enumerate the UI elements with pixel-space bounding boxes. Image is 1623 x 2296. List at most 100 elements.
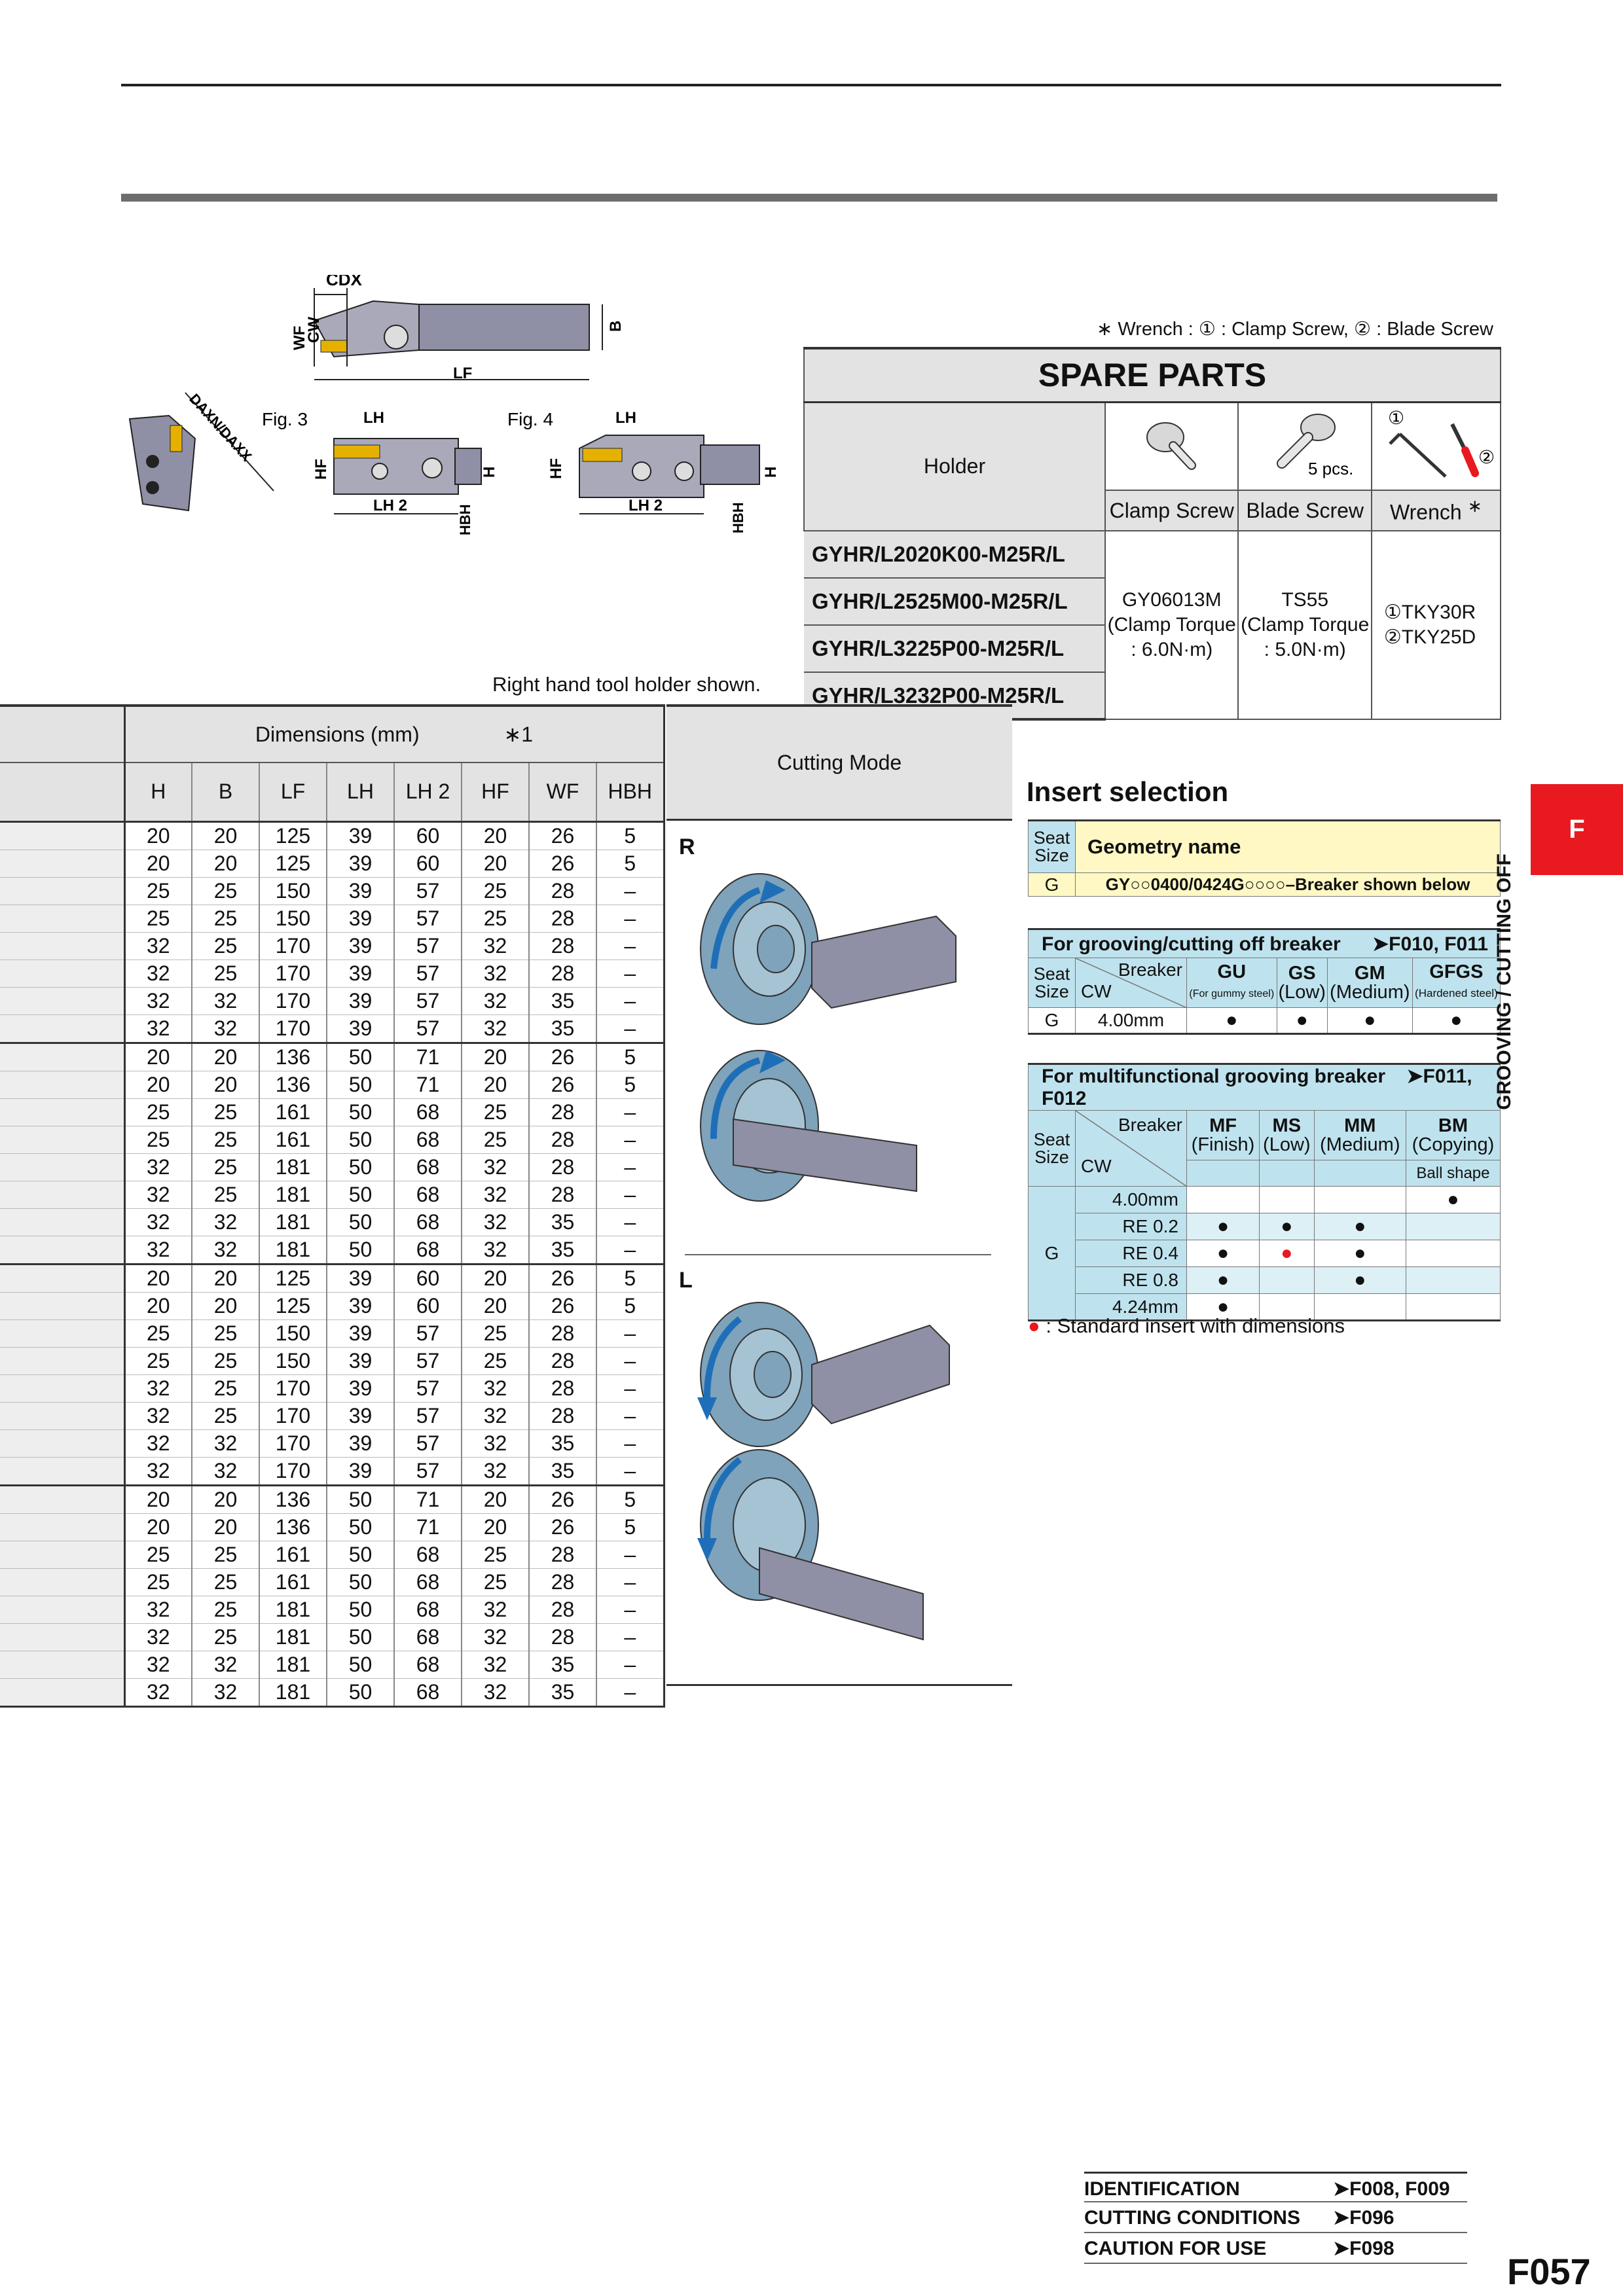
section-tab[interactable]: F xyxy=(1531,784,1623,875)
table-cell: 28 xyxy=(529,876,597,905)
table-cell: 150 xyxy=(259,1319,327,1347)
col-code: MS xyxy=(1272,1115,1302,1136)
table-cell: 35 xyxy=(529,1235,597,1264)
table-cell: 71 xyxy=(394,1513,462,1541)
table-cell: 68 xyxy=(394,1125,462,1153)
table-cell: 5 xyxy=(596,1484,665,1513)
table-cell: 26 xyxy=(529,1484,597,1513)
table-cell: 32 xyxy=(462,959,530,987)
row-spacer xyxy=(0,1235,126,1264)
grooving-seat-header: Seat Size xyxy=(1028,958,1076,1008)
multifunctional-breaker-table: For multifunctional grooving breaker ➤F0… xyxy=(1028,1063,1501,1321)
cutting-right-illustration xyxy=(681,864,989,1234)
reference-label: IDENTIFICATION xyxy=(1084,2178,1240,2200)
table-cell: 60 xyxy=(394,1291,462,1319)
table-cell: 25 xyxy=(192,1125,260,1153)
reference-page: ➤F008, F009 xyxy=(1333,2178,1450,2200)
cutting-mode-bottom-rule xyxy=(666,1684,1012,1686)
holder-model: GYHR/L3225P00-M25R/L xyxy=(804,624,1106,673)
table-cell: 28 xyxy=(529,1098,597,1126)
table-cell: 32 xyxy=(462,1235,530,1264)
grooving-ref: ➤F010, F011 xyxy=(1372,933,1488,955)
table-cell: 20 xyxy=(192,1291,260,1319)
table-cell: 150 xyxy=(259,1346,327,1374)
reference-row[interactable]: CAUTION FOR USE➤F098 xyxy=(1084,2233,1467,2264)
table-cell: – xyxy=(596,1374,665,1402)
table-cell: 26 xyxy=(529,1513,597,1541)
row-spacer xyxy=(0,1153,126,1181)
table-cell: 50 xyxy=(327,1595,395,1623)
reference-row[interactable]: CUTTING CONDITIONS➤F096 xyxy=(1084,2202,1467,2233)
reference-row[interactable]: IDENTIFICATION ➤F008, F009 xyxy=(1084,2172,1467,2202)
reference-list: IDENTIFICATION ➤F008, F009 CUTTING CONDIT… xyxy=(1084,2172,1467,2264)
dimensions-note-mark: ∗1 xyxy=(503,722,534,746)
multi-row-cw: RE 0.8 xyxy=(1075,1266,1187,1294)
multi-mark xyxy=(1313,1293,1406,1321)
table-cell: 28 xyxy=(529,1125,597,1153)
dimensions-title: Dimensions (mm) xyxy=(255,722,420,746)
table-cell: 57 xyxy=(394,959,462,987)
dims-col-header: HF xyxy=(462,762,530,823)
multi-cw-label: CW xyxy=(1081,1156,1112,1176)
table-cell: 57 xyxy=(394,904,462,932)
table-cell: 170 xyxy=(259,1014,327,1043)
row-spacer xyxy=(0,1650,126,1678)
table-cell: – xyxy=(596,1014,665,1043)
table-cell: 35 xyxy=(529,1650,597,1678)
row-spacer xyxy=(0,1568,126,1596)
wrench-icon: ① ② xyxy=(1370,401,1502,491)
table-row: 4.24mm● xyxy=(1028,1293,1501,1321)
wrench-star: ∗ xyxy=(1467,496,1482,516)
reference-label: CUTTING CONDITIONS xyxy=(1084,2207,1300,2229)
cdx-label: CDX xyxy=(326,275,363,289)
table-cell: – xyxy=(596,1346,665,1374)
insert-selection-title: Insert selection xyxy=(1027,776,1229,807)
row-spacer xyxy=(0,1208,126,1236)
multi-mark xyxy=(1405,1213,1501,1240)
table-cell: 50 xyxy=(327,1041,395,1071)
table-cell: 32 xyxy=(192,1677,260,1708)
row-spacer xyxy=(0,986,126,1014)
table-cell: 57 xyxy=(394,876,462,905)
wrench-mark-2: ② xyxy=(1478,446,1495,468)
col-code: GS xyxy=(1288,962,1316,984)
table-cell: 35 xyxy=(529,1429,597,1457)
table-cell: 20 xyxy=(192,1070,260,1098)
table-cell: 32 xyxy=(192,1014,260,1043)
table-cell: 25 xyxy=(124,904,192,932)
table-cell: – xyxy=(596,1235,665,1264)
row-spacer xyxy=(0,1346,126,1374)
table-cell: 39 xyxy=(327,821,395,850)
table-cell: 5 xyxy=(596,849,665,877)
row-spacer xyxy=(0,821,126,850)
dimensions-header: Dimensions (mm) ∗1 xyxy=(124,704,665,763)
table-cell: 5 xyxy=(596,1291,665,1319)
ball-shape-label: Ball shape xyxy=(1405,1160,1501,1187)
row-spacer xyxy=(0,1595,126,1623)
table-cell: 25 xyxy=(192,1623,260,1651)
table-row: RE 0.2●●● xyxy=(1029,1213,1501,1240)
table-cell: 181 xyxy=(259,1180,327,1208)
table-cell: 20 xyxy=(192,1484,260,1513)
grooving-breaker-cw-header: Breaker CW xyxy=(1075,958,1187,1008)
wrench-mark-1: ① xyxy=(1388,407,1404,429)
table-cell: – xyxy=(596,959,665,987)
table-cell: 32 xyxy=(124,1014,192,1043)
table-cell: 20 xyxy=(462,1263,530,1292)
row-spacer xyxy=(0,1374,126,1402)
table-cell: 28 xyxy=(529,1540,597,1568)
fig4-h-label: H xyxy=(762,467,780,478)
row-spacer xyxy=(0,1291,126,1319)
table-cell: 25 xyxy=(192,1319,260,1347)
table-cell: 20 xyxy=(462,1070,530,1098)
grooving-breaker-title: For grooving/cutting off breaker ➤F010, … xyxy=(1028,928,1501,958)
table-cell: 25 xyxy=(192,931,260,960)
row-spacer xyxy=(0,1677,126,1708)
table-cell: 136 xyxy=(259,1041,327,1071)
